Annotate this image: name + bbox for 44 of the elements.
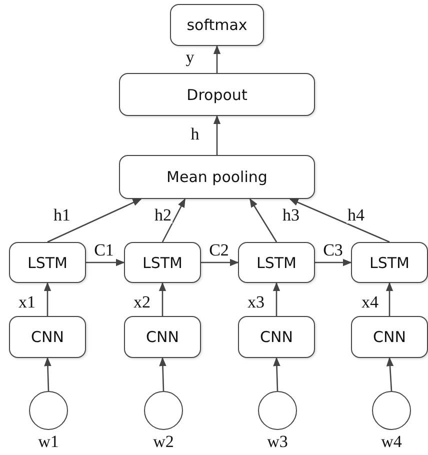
- arrow: [44, 357, 52, 392]
- arrow: [47, 198, 142, 243]
- layer-box: CNN: [9, 316, 86, 358]
- edge-label: C2: [208, 242, 230, 258]
- arrow: [213, 115, 221, 155]
- arrow: [289, 198, 390, 243]
- arrow: [213, 45, 221, 73]
- arrow: [159, 357, 166, 392]
- edge-label: h: [190, 126, 200, 142]
- arrow: [44, 282, 52, 316]
- edge-label: x3: [246, 294, 266, 310]
- layer-box: LSTM: [238, 242, 315, 283]
- layer-box: CNN: [351, 316, 428, 358]
- arrow: [201, 258, 239, 266]
- arrow: [249, 198, 278, 242]
- edge-label: h1: [52, 206, 72, 224]
- edge-label: x1: [18, 294, 36, 310]
- arrow: [158, 282, 166, 316]
- edge-label: C1: [93, 242, 115, 258]
- layer-box: CNN: [238, 316, 315, 358]
- layer-box: LSTM: [351, 242, 428, 283]
- arrow: [86, 258, 125, 266]
- arrow: [272, 282, 280, 316]
- input-label: w2: [153, 432, 174, 452]
- edge-label: h2: [154, 206, 172, 224]
- input-label: w3: [267, 432, 288, 452]
- layer-box: CNN: [124, 316, 201, 358]
- layer-box: LSTM: [124, 242, 201, 283]
- edge-label: h4: [346, 206, 366, 224]
- edge-label: x4: [360, 294, 380, 310]
- edge-label: h3: [282, 206, 300, 224]
- arrow: [162, 198, 186, 242]
- layer-box: softmax: [170, 4, 264, 46]
- edge-label: C3: [322, 242, 344, 258]
- arrow: [273, 357, 280, 392]
- input-label: w4: [381, 432, 402, 452]
- layer-box: Dropout: [119, 73, 315, 116]
- arrow: [386, 357, 394, 392]
- layer-box: LSTM: [9, 242, 86, 283]
- arrow: [315, 258, 352, 266]
- edge-label: x2: [132, 294, 152, 310]
- layer-box: Mean pooling: [119, 155, 315, 199]
- arrow: [386, 282, 394, 316]
- input-label: w1: [38, 432, 59, 452]
